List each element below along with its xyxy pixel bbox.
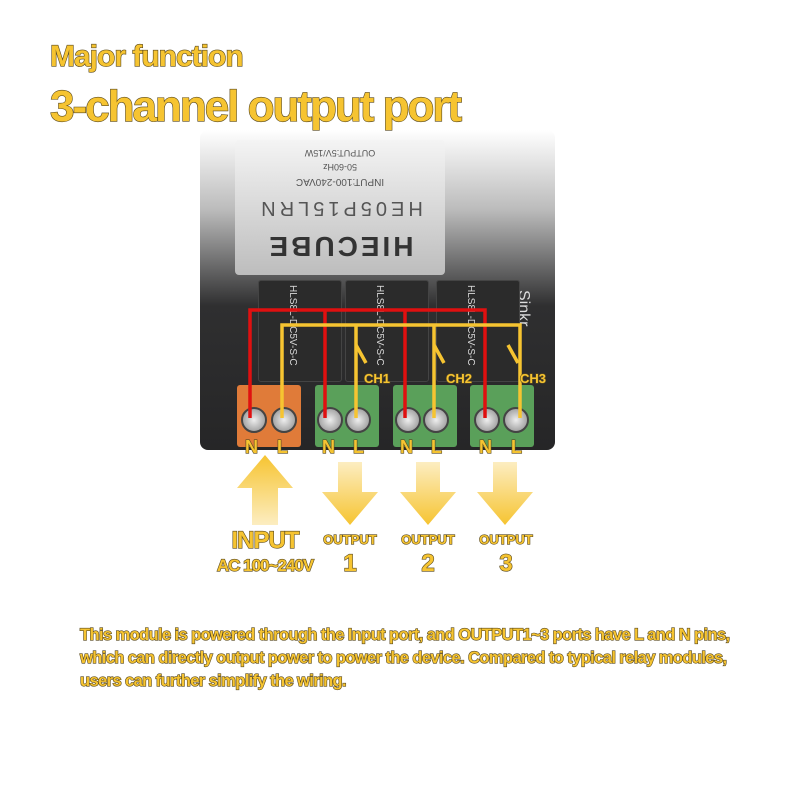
input-label: INPUT xyxy=(231,526,300,554)
output-number: 2 xyxy=(421,549,436,577)
pin-label: L xyxy=(352,436,364,457)
description: This module is powered through the Input… xyxy=(79,625,730,690)
channel-label: CH2 xyxy=(445,370,473,386)
output-label: OUTPUT xyxy=(401,531,456,547)
input-arrow-icon xyxy=(237,455,293,525)
output-terminal-3 xyxy=(470,385,534,447)
subtitle: Major function xyxy=(49,39,244,73)
pin-label: N xyxy=(244,436,258,457)
output-number: 1 xyxy=(343,549,358,577)
pin-label: N xyxy=(478,436,492,457)
output-arrow-icon xyxy=(400,462,456,525)
output-label: OUTPUT xyxy=(479,531,534,547)
output-label: OUTPUT xyxy=(323,531,378,547)
title: 3-channel output port xyxy=(49,81,462,131)
input-voltage: AC 100~240V xyxy=(216,555,314,575)
output-arrow-icon xyxy=(477,462,533,525)
channel-label: CH3 xyxy=(519,370,547,386)
pin-label: N xyxy=(321,436,335,457)
output-number: 3 xyxy=(499,549,514,577)
pin-label: L xyxy=(276,436,288,457)
power-module: OUTPUT:5V/15W 50-60Hz INPUT:100-240VAC H… xyxy=(235,140,445,275)
pin-label: L xyxy=(430,436,442,457)
input-terminal xyxy=(237,385,301,447)
channel-label: CH1 xyxy=(363,370,391,386)
pin-label: L xyxy=(510,436,522,457)
n-wire xyxy=(248,308,487,418)
l-wire xyxy=(280,323,522,418)
pin-label: N xyxy=(399,436,413,457)
output-arrow-icon xyxy=(322,462,378,525)
